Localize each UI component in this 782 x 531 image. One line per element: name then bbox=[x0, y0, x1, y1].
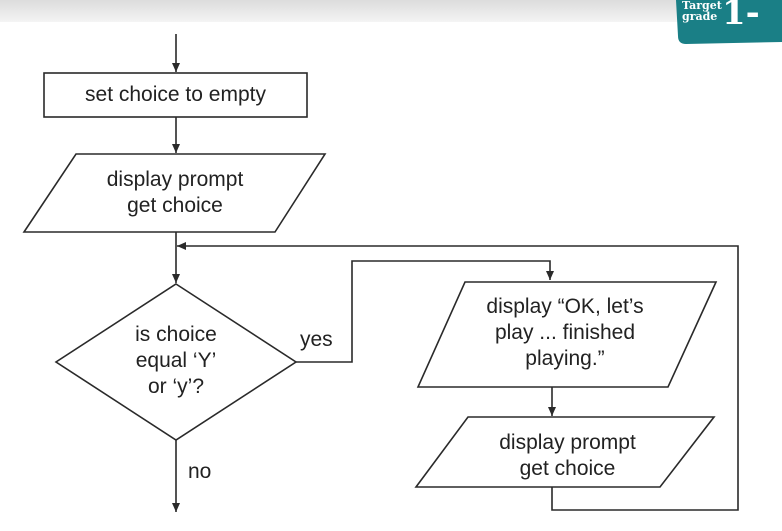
yes-label: yes bbox=[300, 328, 333, 351]
decision-text: is choice equal ‘Y’ or ‘y’? bbox=[135, 323, 217, 398]
badge-line-1: Target bbox=[682, 0, 722, 12]
target-grade-badge bbox=[676, 0, 782, 44]
yes-branch-arrow bbox=[296, 260, 554, 363]
display-prompt-parallelogram-1 bbox=[22, 153, 327, 233]
set-choice-box bbox=[43, 72, 308, 118]
display-prompt-parallelogram-2 bbox=[414, 416, 716, 488]
display-ok-parallelogram bbox=[416, 281, 718, 388]
display-prompt-text-2: display prompt get choice bbox=[499, 431, 636, 480]
set-choice-text: set choice to empty bbox=[85, 83, 266, 106]
badge-grade-range: 1- bbox=[722, 0, 760, 33]
display-prompt-text-1: display prompt get choice bbox=[106, 168, 244, 217]
no-label: no bbox=[188, 460, 212, 483]
header-bar bbox=[0, 0, 782, 22]
display-ok-text: display “OK, let’s play ... finished pla… bbox=[486, 295, 644, 370]
badge-line-2: grade bbox=[682, 10, 718, 23]
target-grade-label: Target grade 1- bbox=[682, 0, 760, 30]
loop-back-arrow bbox=[177, 242, 739, 511]
